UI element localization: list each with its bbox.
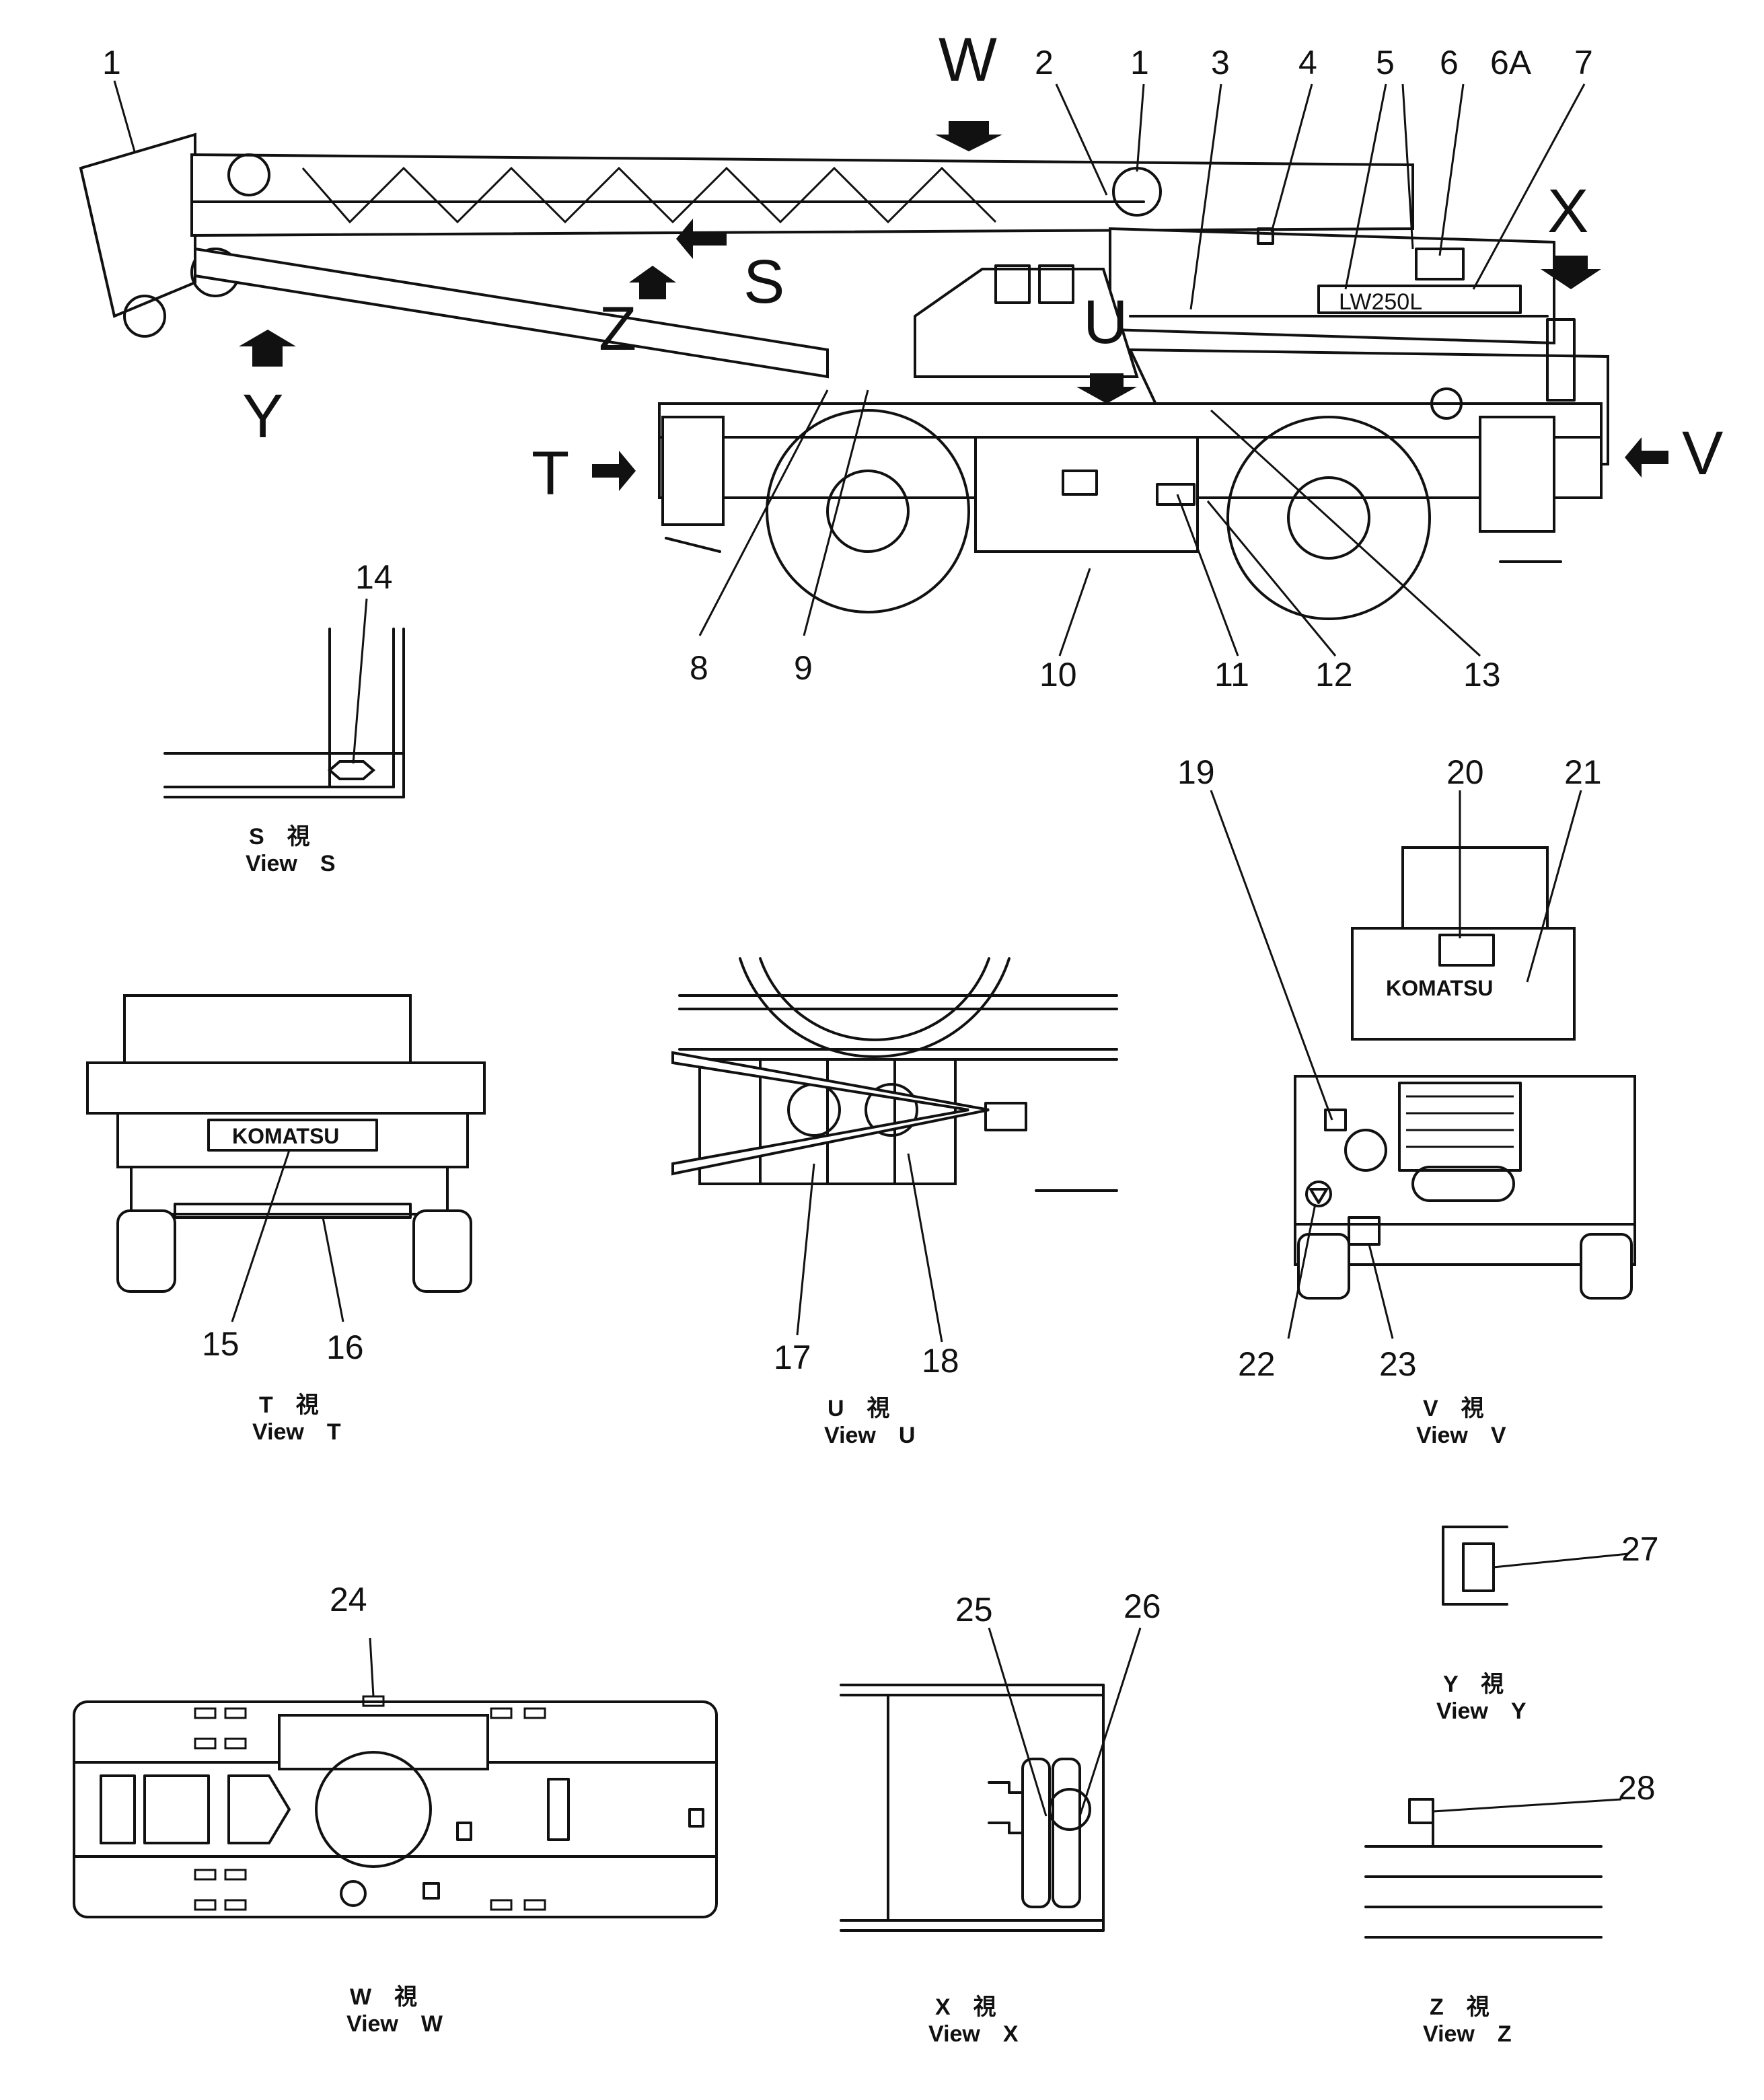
view-s-caption-en: View S	[246, 851, 336, 876]
view-u: 17 18 U 視 View U	[671, 957, 1118, 1448]
callout-4: 4	[1298, 44, 1317, 81]
callout-1-boom-tip: 1	[102, 44, 121, 81]
callout-7: 7	[1574, 44, 1593, 81]
view-marker-v: V	[1682, 419, 1723, 488]
callout-8: 8	[690, 649, 708, 687]
callout-10: 10	[1039, 656, 1077, 693]
callout-17: 17	[774, 1339, 811, 1376]
callout-15: 15	[202, 1325, 240, 1363]
callout-13: 13	[1463, 656, 1501, 693]
view-y: 27 Y 視 View Y	[1436, 1526, 1659, 1724]
view-v-caption-jp: V 視	[1423, 1396, 1484, 1421]
view-w: 24 W 視 View W	[73, 1581, 718, 2037]
callout-26: 26	[1124, 1587, 1161, 1625]
callout-24: 24	[330, 1581, 367, 1618]
callout-18: 18	[922, 1342, 959, 1380]
view-x-caption-jp: X 視	[935, 1994, 996, 2020]
view-v-brand: KOMATSU	[1386, 976, 1493, 1000]
view-marker-t: T	[531, 439, 569, 508]
callout-28: 28	[1618, 1769, 1656, 1807]
callout-23: 23	[1379, 1345, 1417, 1383]
callout-9: 9	[794, 649, 813, 687]
view-s: 14 S 視 View S	[163, 558, 405, 876]
callout-3: 3	[1211, 44, 1230, 81]
view-y-caption-jp: Y 視	[1443, 1672, 1504, 1697]
callout-25: 25	[955, 1591, 993, 1628]
callout-27: 27	[1621, 1530, 1659, 1568]
view-t-caption-en: View T	[252, 1419, 341, 1445]
view-marker-y: Y	[242, 382, 283, 451]
view-x: 25 26 X 視 View X	[840, 1587, 1161, 2047]
callout-11: 11	[1214, 656, 1249, 693]
callout-12: 12	[1315, 656, 1353, 693]
view-marker-z: Z	[599, 295, 636, 363]
callout-22: 22	[1238, 1345, 1276, 1383]
view-marker-w: W	[939, 26, 997, 94]
main-side-view: LW250L	[79, 26, 1723, 693]
callout-1-boom: 1	[1130, 44, 1149, 81]
view-marker-u: U	[1083, 288, 1128, 357]
callout-14: 14	[355, 558, 393, 596]
view-t-brand: KOMATSU	[232, 1124, 339, 1148]
view-u-caption-en: View U	[824, 1423, 915, 1448]
view-t: KOMATSU 15 16 T 視 View T	[86, 994, 486, 1445]
view-w-caption-en: View W	[346, 2011, 443, 2037]
callout-6: 6	[1440, 44, 1459, 81]
callout-20: 20	[1446, 753, 1484, 791]
callout-2: 2	[1035, 44, 1054, 81]
callout-19: 19	[1177, 753, 1215, 791]
view-w-caption-jp: W 視	[350, 1984, 417, 2010]
view-marker-x: X	[1547, 177, 1588, 246]
callout-16: 16	[326, 1328, 364, 1366]
view-z: 28 Z 視 View Z	[1364, 1769, 1656, 2047]
view-v: KOMATSU 19 20 21 22 23 V 視 View V	[1177, 753, 1636, 1448]
view-marker-s: S	[743, 248, 784, 316]
callout-5: 5	[1376, 44, 1395, 81]
view-y-caption-en: View Y	[1436, 1698, 1527, 1724]
view-z-caption-jp: Z 視	[1430, 1994, 1490, 2020]
view-v-caption-en: View V	[1416, 1423, 1506, 1448]
side-decal-text: LW250L	[1339, 289, 1422, 315]
view-x-caption-en: View X	[928, 2021, 1019, 2047]
view-s-caption-jp: S 視	[249, 824, 310, 850]
callout-21: 21	[1564, 753, 1602, 791]
view-t-caption-jp: T 視	[259, 1392, 319, 1418]
view-z-caption-en: View Z	[1423, 2021, 1512, 2047]
callout-6a: 6A	[1490, 44, 1532, 81]
view-u-caption-jp: U 視	[828, 1396, 890, 1421]
